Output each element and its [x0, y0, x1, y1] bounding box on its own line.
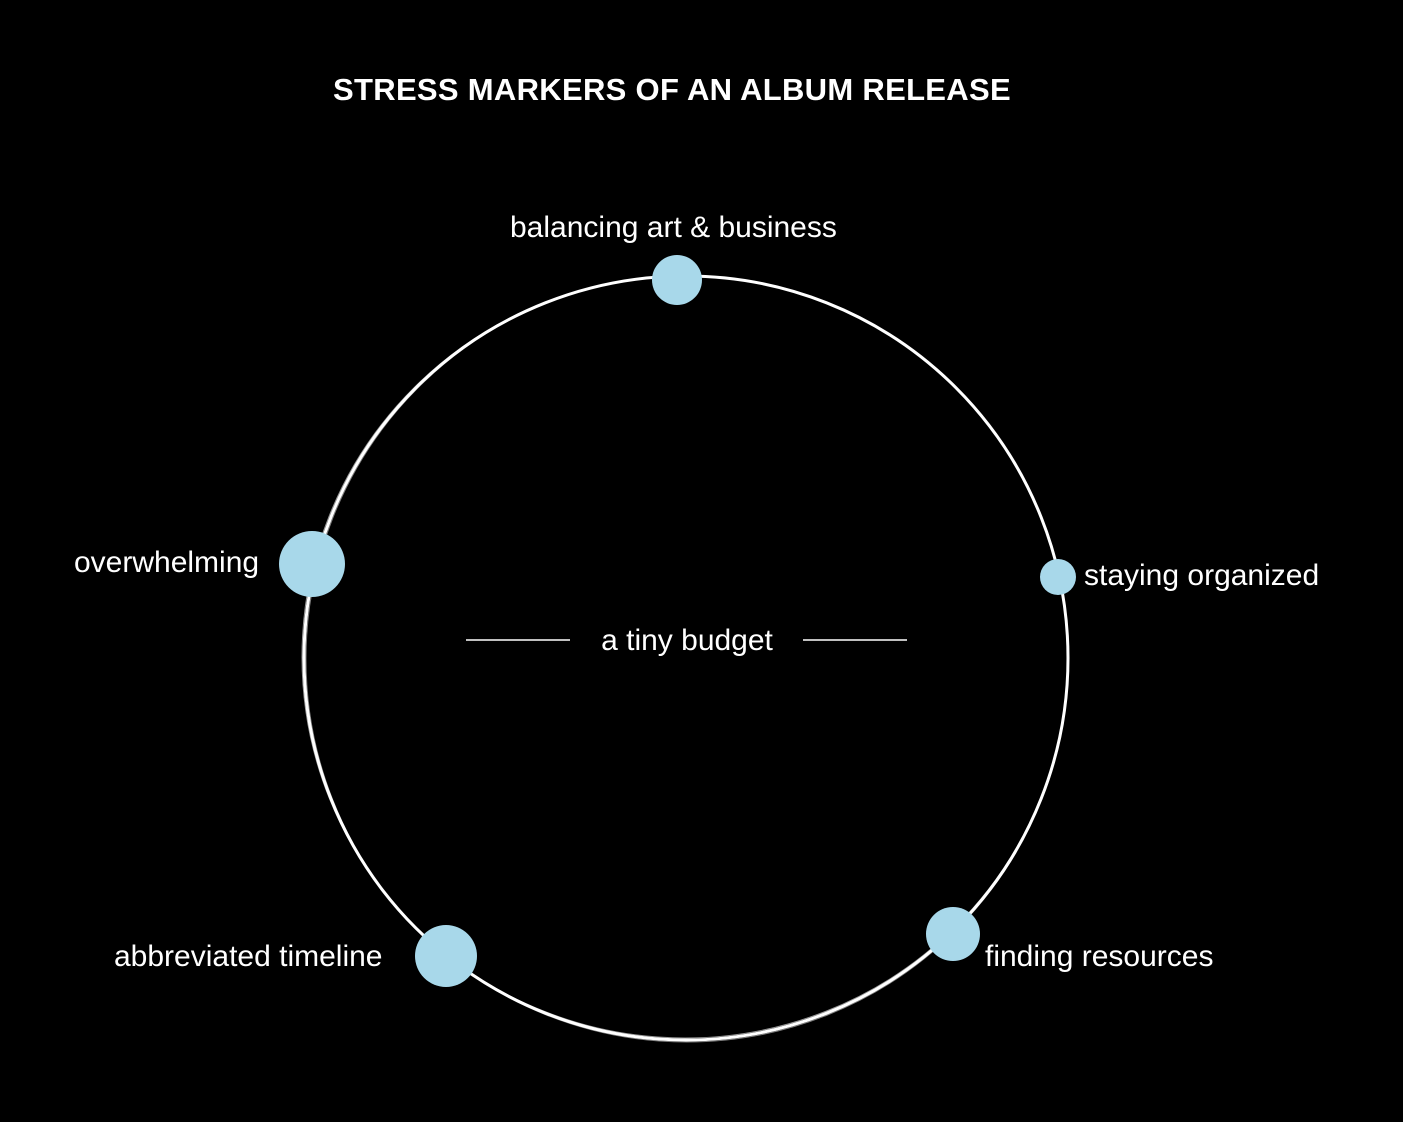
marker-dot-top	[652, 255, 702, 305]
marker-dot-bottom-right	[926, 907, 980, 961]
center-label: a tiny budget	[601, 624, 773, 657]
marker-label-bottom-right: finding resources	[985, 940, 1214, 973]
marker-dot-right	[1040, 559, 1076, 595]
diagram-title: STRESS MARKERS OF AN ALBUM RELEASE	[333, 72, 1011, 107]
marker-label-left: overwhelming	[74, 546, 260, 579]
marker-label-bottom-left: abbreviated timeline	[114, 940, 383, 973]
marker-label-top: balancing art & business	[510, 211, 837, 244]
marker-label-right: staying organized	[1084, 559, 1320, 592]
marker-dot-bottom-left	[415, 925, 477, 987]
marker-dot-left	[279, 531, 345, 597]
